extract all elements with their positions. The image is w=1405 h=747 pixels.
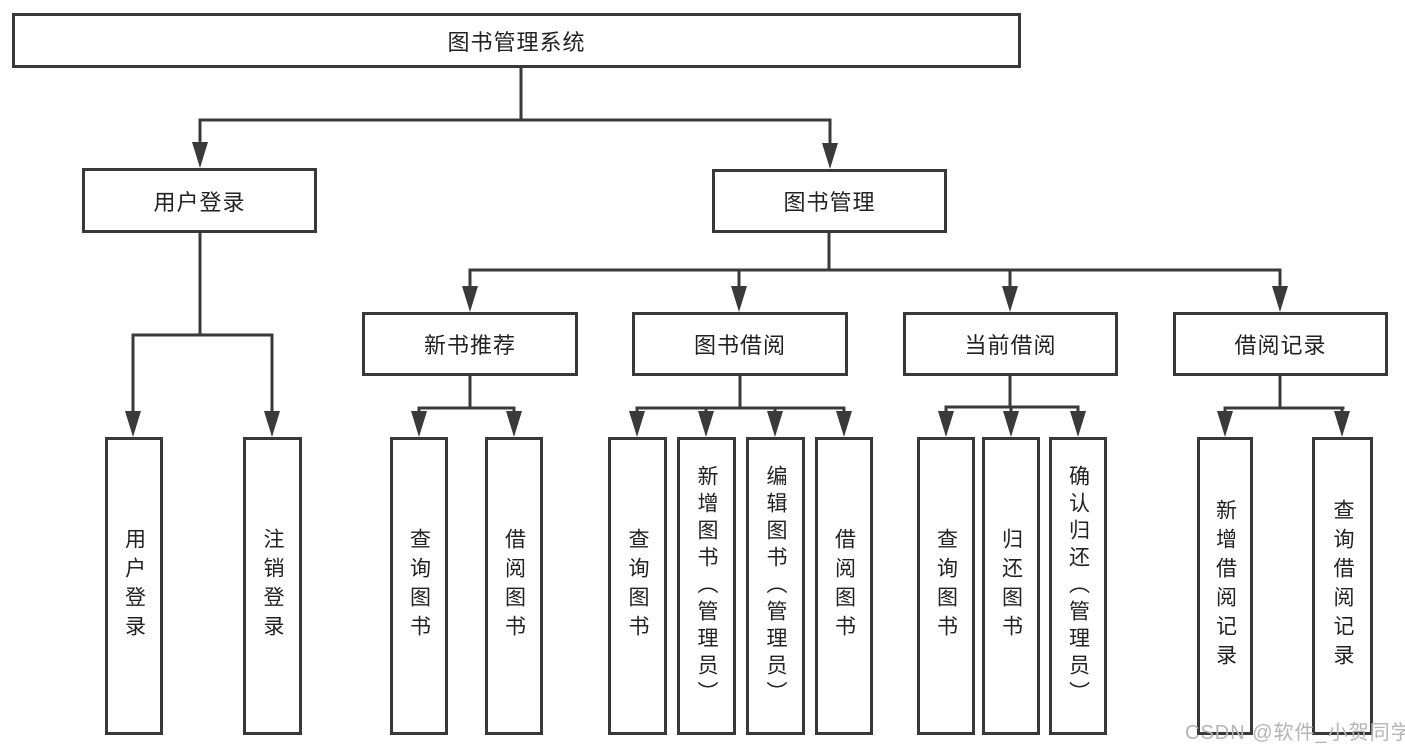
- arrow-down-icon: [822, 143, 838, 169]
- node-new-book-recommendation: 新书推荐: [362, 312, 578, 376]
- arrow-down-icon: [629, 411, 645, 437]
- arrow-down-icon: [1070, 411, 1086, 437]
- arrow-down-icon: [1217, 411, 1233, 437]
- node-borrowing-records: 借阅记录: [1173, 312, 1388, 376]
- node-label: 图书管理系统: [447, 29, 586, 55]
- node-label: 借阅图书: [502, 528, 526, 644]
- leaf-add-book-admin: 新增图书（管理员）: [677, 437, 736, 735]
- node-label: 当前借阅: [964, 333, 1057, 358]
- leaf-add-borrow-record: 新增借阅记录: [1197, 437, 1253, 735]
- leaf-query-books-borrowing: 查询图书: [608, 437, 667, 735]
- connector-current-borrowing-to-leaves: [938, 376, 1086, 437]
- node-user-login: 用户登录: [82, 168, 317, 233]
- arrow-down-icon: [1272, 286, 1288, 312]
- node-label: 借阅图书: [832, 528, 856, 644]
- node-label: 新增图书（管理员）: [695, 464, 718, 708]
- node-label: 用户登录: [122, 528, 146, 644]
- connector-borrow-records-to-leaves: [1217, 376, 1350, 437]
- arrow-down-icon: [1002, 286, 1018, 312]
- connector-book-borrowing-to-leaves: [629, 376, 852, 437]
- connector-book-management-to-level3: [462, 233, 1288, 312]
- connector-root-to-level2: [192, 68, 838, 169]
- node-label: 查询图书: [407, 528, 431, 644]
- node-book-borrowing: 图书借阅: [632, 312, 848, 376]
- node-label: 编辑图书（管理员）: [764, 464, 787, 708]
- node-label: 新增借阅记录: [1213, 499, 1237, 673]
- arrow-down-icon: [1003, 411, 1019, 437]
- node-current-borrowing: 当前借阅: [903, 312, 1118, 376]
- leaf-query-books-recommend: 查询图书: [390, 437, 448, 735]
- leaf-confirm-return-admin: 确认归还（管理员）: [1049, 437, 1107, 735]
- arrow-down-icon: [506, 411, 522, 437]
- leaf-return-books: 归还图书: [982, 437, 1040, 735]
- arrow-down-icon: [836, 411, 852, 437]
- leaf-edit-book-admin: 编辑图书（管理员）: [746, 437, 805, 735]
- connector-user-login-to-leaves: [125, 233, 280, 437]
- node-label: 归还图书: [999, 528, 1023, 644]
- arrow-down-icon: [192, 142, 208, 168]
- leaf-borrow-books-recommend: 借阅图书: [485, 437, 543, 735]
- node-label: 图书借阅: [693, 333, 786, 358]
- arrow-down-icon: [698, 411, 714, 437]
- leaf-user-login: 用户登录: [105, 437, 163, 735]
- leaf-query-borrow-record: 查询借阅记录: [1312, 437, 1373, 735]
- node-book-management: 图书管理: [712, 169, 947, 233]
- watermark-csdn: CSDN @软件_小贺同学: [1185, 722, 1405, 744]
- connector-new-book-to-leaves: [411, 376, 522, 437]
- arrow-down-icon: [411, 411, 427, 437]
- node-label: 查询借阅记录: [1331, 499, 1354, 673]
- node-label: 图书管理: [783, 190, 876, 215]
- node-label: 用户登录: [153, 189, 246, 215]
- node-label: 注销登录: [261, 528, 284, 644]
- node-label: 借阅记录: [1234, 333, 1327, 358]
- arrow-down-icon: [938, 411, 954, 437]
- arrow-down-icon: [767, 411, 783, 437]
- arrow-down-icon: [125, 411, 141, 437]
- arrow-down-icon: [731, 286, 747, 312]
- node-label: 查询图书: [934, 528, 958, 644]
- arrow-down-icon: [264, 411, 280, 437]
- node-label: 新书推荐: [423, 333, 516, 358]
- leaf-query-books-current: 查询图书: [917, 437, 975, 735]
- leaf-borrow-books-borrowing: 借阅图书: [815, 437, 873, 735]
- arrow-down-icon: [1334, 411, 1350, 437]
- node-label: 确认归还（管理员）: [1066, 464, 1090, 708]
- node-library-management-system: 图书管理系统: [12, 13, 1021, 68]
- arrow-down-icon: [462, 286, 478, 312]
- node-label: 查询图书: [626, 528, 649, 644]
- leaf-logout: 注销登录: [243, 437, 302, 735]
